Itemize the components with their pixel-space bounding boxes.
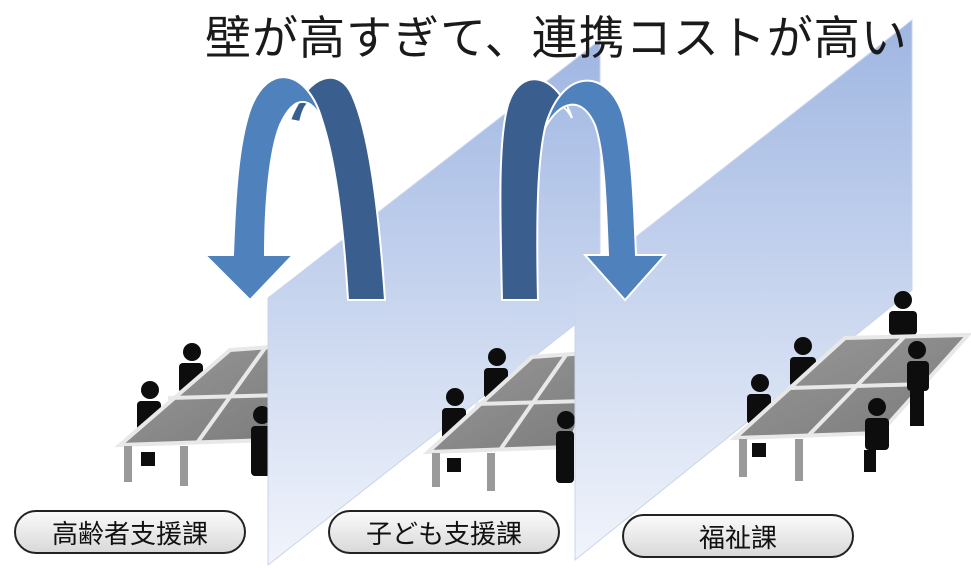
- person-icon: [907, 341, 929, 426]
- person-icon: [864, 398, 889, 472]
- conference-table: [729, 332, 971, 481]
- department-label-welfare: 福祉課: [622, 514, 854, 558]
- curved-arrow-2: [499, 78, 668, 302]
- department-label-elderly: 高齢者支援課: [14, 510, 246, 554]
- page-title: 壁が高すぎて、連携コストが高い: [205, 11, 908, 65]
- person-icon: [251, 406, 271, 476]
- desk-group-3: [729, 291, 971, 481]
- person-icon: [556, 411, 575, 483]
- curved-arrow-1: [202, 76, 387, 302]
- department-label-children: 子ども支援課: [328, 510, 560, 554]
- person-icon: [889, 291, 917, 335]
- silo-wall-2: [574, 18, 913, 562]
